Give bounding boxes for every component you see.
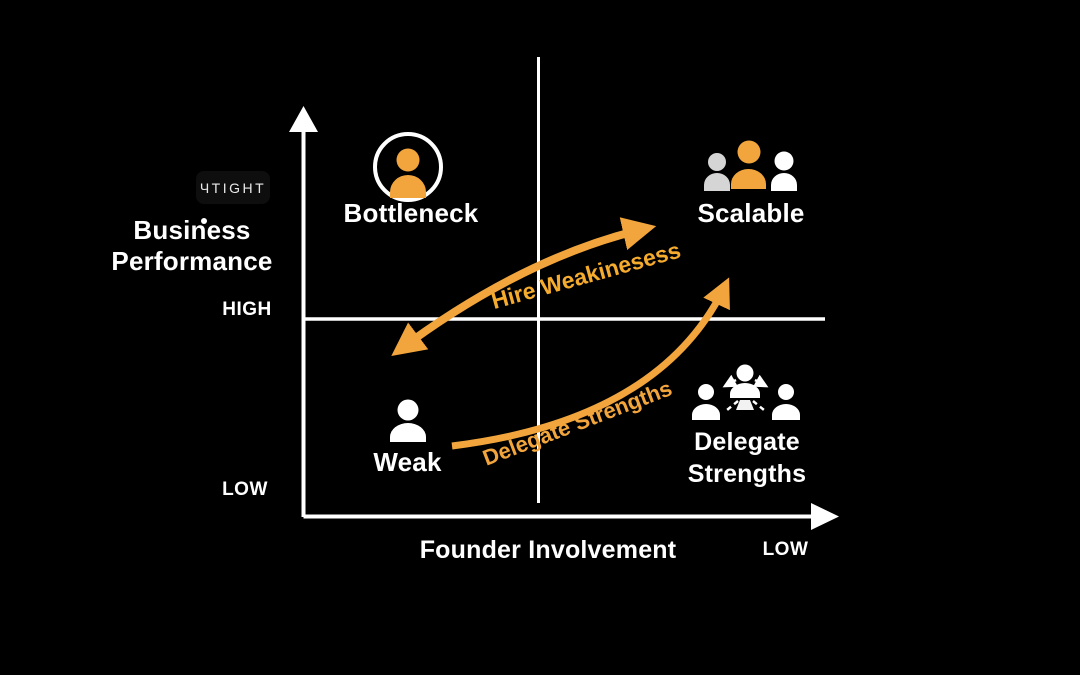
quadrant-label-scalable: Scalable	[697, 198, 805, 228]
y-axis-title-line2: Performance	[111, 245, 273, 276]
quadrant-label-bottleneck: Bottleneck	[343, 198, 479, 228]
quadrant-label-delegate-strengths: Delegate Strengths	[658, 426, 836, 490]
small-dot	[201, 218, 207, 224]
three-person-team-icon	[704, 140, 797, 191]
x-axis-low-label: LOW	[762, 539, 809, 560]
delegate-label-line1: Delegate	[694, 428, 800, 456]
y-axis-arrowhead-icon	[289, 106, 318, 132]
y-axis-high-label: HIGH	[222, 299, 272, 320]
y-axis-title-line1: Business	[133, 215, 251, 245]
delegation-network-icon	[692, 364, 800, 420]
delegate-label-line2: Strengths	[687, 460, 807, 488]
watermark-text: ЧTIGHT	[199, 179, 267, 196]
x-axis-arrowhead-icon	[811, 503, 839, 530]
person-in-circle-icon	[373, 132, 443, 202]
watermark-badge: ЧTIGHT	[196, 171, 270, 204]
x-axis-title: Founder Involvement	[419, 536, 677, 564]
delegate-strengths-arrow-label: Delegate Strengths	[479, 375, 675, 470]
single-person-icon	[390, 399, 426, 442]
quadrant-label-weak: Weak	[373, 447, 442, 477]
y-axis-low-label: LOW	[222, 479, 268, 500]
delegate-strengths-arrow	[451, 277, 730, 450]
y-axis-title: Business Performance	[97, 215, 287, 276]
hire-weaknesses-arrow	[391, 217, 657, 357]
